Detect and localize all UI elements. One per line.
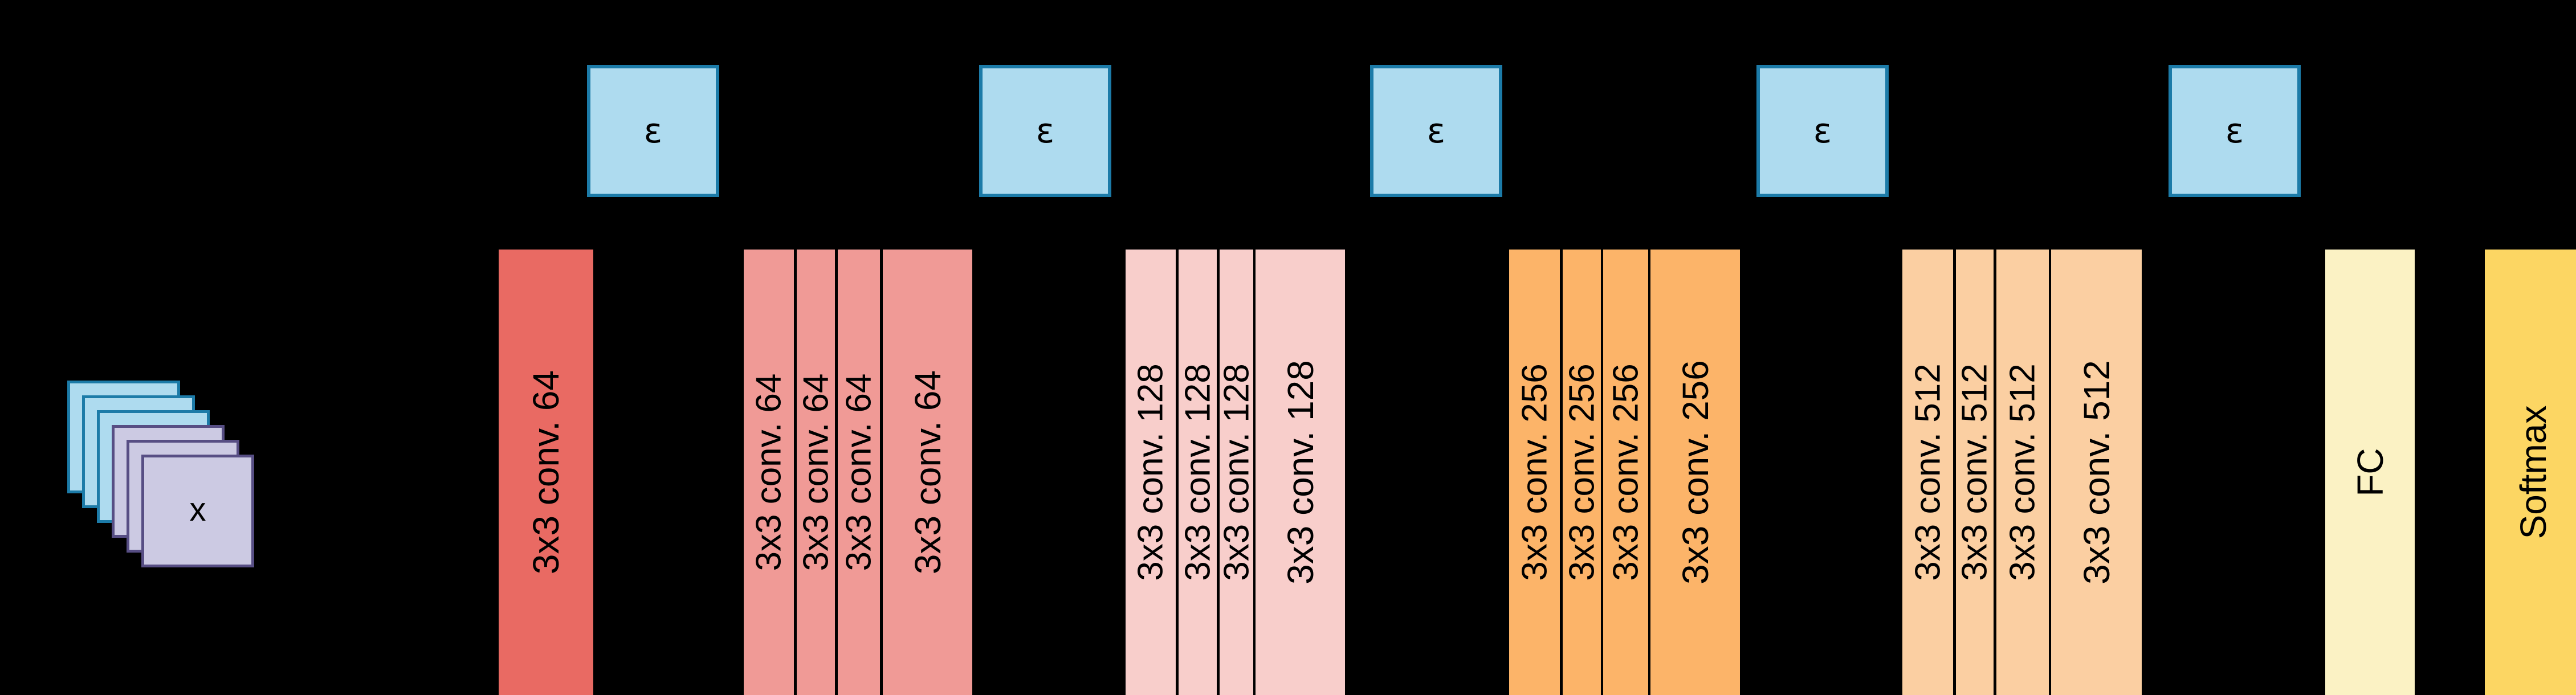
noise-box-4: ε	[1756, 65, 1889, 197]
layer-block-conv64: 3x3 conv. 64	[838, 250, 880, 695]
layer-block-label: 3x3 conv. 128	[1279, 360, 1321, 584]
layer-block-label: 3x3 conv. 256	[1562, 363, 1601, 581]
layer-block-label: 3x3 conv. 512	[2076, 360, 2117, 584]
noise-box-2: ε	[979, 65, 1111, 197]
input-symbol-label: x	[189, 491, 206, 528]
layer-block-label: 3x3 conv. 64	[907, 370, 948, 575]
layer-block-conv64: 3x3 conv. 64	[744, 250, 794, 695]
layer-block-conv128: 3x3 conv. 128	[1126, 250, 1176, 695]
layer-block-label: 3x3 conv. 64	[796, 373, 835, 571]
noise-symbol-label: ε	[1036, 111, 1055, 151]
layer-block-conv512: 3x3 conv. 512	[1902, 250, 1953, 695]
layer-block-conv512: 3x3 conv. 512	[1996, 250, 2049, 695]
layer-block-conv128: 3x3 conv. 128	[1178, 250, 1217, 695]
noise-symbol-label: ε	[1426, 111, 1446, 151]
layer-block-label: 3x3 conv. 256	[1674, 360, 1716, 584]
layer-block-softmax: Softmax	[2485, 250, 2576, 695]
layer-block-label: 3x3 conv. 128	[1217, 363, 1256, 581]
layer-block-label: 3x3 conv. 128	[1178, 363, 1217, 581]
layer-block-conv256: 3x3 conv. 256	[1650, 250, 1740, 695]
layer-block-conv64: 3x3 conv. 64	[796, 250, 835, 695]
noise-box-5: ε	[2169, 65, 2301, 197]
layer-block-label: 3x3 conv. 64	[525, 370, 566, 575]
layer-block-conv64-stem: 3x3 conv. 64	[499, 250, 593, 695]
layer-block-label: 3x3 conv. 128	[1131, 363, 1171, 581]
layer-block-label: 3x3 conv. 512	[1908, 363, 1947, 581]
layer-block-conv256: 3x3 conv. 256	[1603, 250, 1648, 695]
noise-box-3: ε	[1370, 65, 1502, 197]
noise-box-1: ε	[587, 65, 719, 197]
layer-block-label: 3x3 conv. 256	[1606, 363, 1645, 581]
layer-block-conv512: 3x3 conv. 512	[2051, 250, 2142, 695]
noise-symbol-label: ε	[643, 111, 663, 151]
layer-block-conv128: 3x3 conv. 128	[1256, 250, 1345, 695]
layer-block-label: 3x3 conv. 256	[1515, 363, 1554, 581]
layer-block-label: 3x3 conv. 64	[839, 373, 879, 571]
layer-block-conv256: 3x3 conv. 256	[1562, 250, 1601, 695]
layer-block-conv512: 3x3 conv. 512	[1955, 250, 1995, 695]
layer-block-conv256: 3x3 conv. 256	[1509, 250, 1560, 695]
layer-block-label: 3x3 conv. 512	[2003, 363, 2043, 581]
layer-block-fc: FC	[2325, 250, 2415, 695]
noise-symbol-label: ε	[1813, 111, 1832, 151]
layer-block-conv128: 3x3 conv. 128	[1217, 250, 1256, 695]
layer-block-label: 3x3 conv. 512	[1955, 363, 1995, 581]
layer-block-conv64: 3x3 conv. 64	[883, 250, 972, 695]
layer-block-label: FC	[2349, 448, 2391, 497]
noise-symbol-label: ε	[2225, 111, 2244, 151]
input-image-card: x	[141, 455, 254, 567]
layer-block-label: Softmax	[2513, 405, 2554, 539]
layer-block-label: 3x3 conv. 64	[749, 373, 789, 571]
